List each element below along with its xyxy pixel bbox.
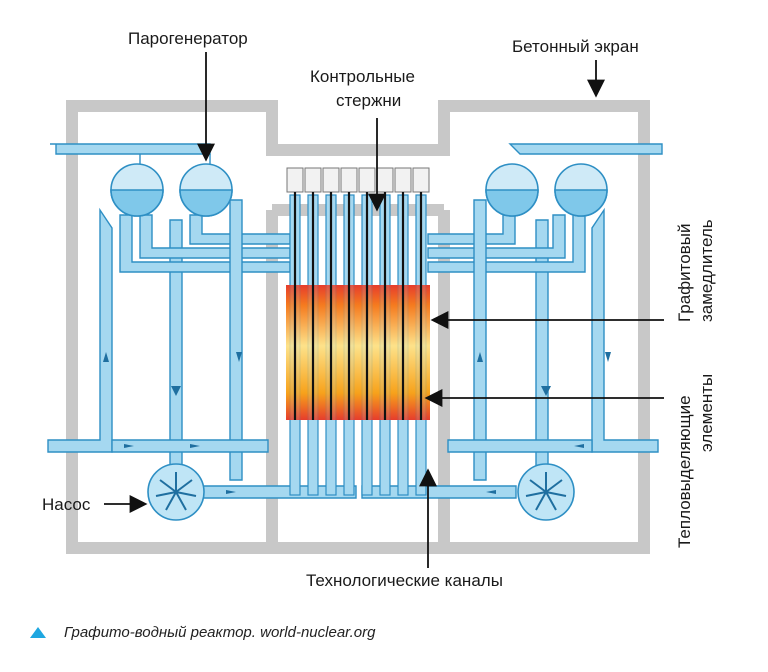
- triangle-icon: [30, 626, 46, 638]
- pump-right: [517, 463, 575, 521]
- coolant-pipes-left: [47, 143, 357, 499]
- label-graphite-moderator-2: замедлитель: [697, 219, 716, 322]
- label-fuel-elements-2: элементы: [697, 374, 716, 452]
- figure-caption: Графито-водный реактор. world-nuclear.or…: [30, 620, 375, 644]
- core-glow: [286, 285, 430, 420]
- flow-arrows: [103, 352, 611, 494]
- control-rods: [286, 167, 430, 420]
- label-leaders: [104, 52, 664, 568]
- pump-left: [147, 463, 205, 521]
- label-fuel-elements-1: Тепловыделяющие: [675, 395, 694, 548]
- label-control-rods-1: Контрольные: [310, 67, 415, 86]
- label-process-channels: Технологические каналы: [306, 571, 503, 590]
- caption-text: Графито-водный реактор. world-nuclear.or…: [64, 623, 376, 641]
- label-control-rods-2: стержни: [336, 91, 401, 110]
- label-steam-generator: Парогенератор: [128, 29, 248, 48]
- label-pump: Насос: [42, 495, 91, 514]
- steam-generators: [110, 163, 608, 217]
- label-graphite-moderator-1: Графитовый: [675, 224, 694, 322]
- label-concrete-shield: Бетонный экран: [512, 37, 639, 56]
